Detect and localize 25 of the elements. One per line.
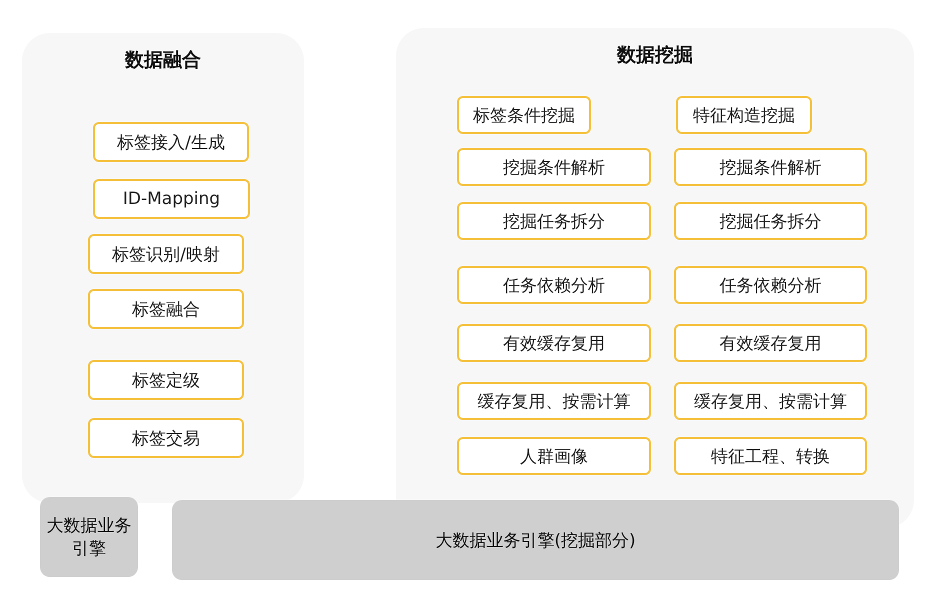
function-box: 有效缓存复用 <box>457 324 651 362</box>
function-box: 缓存复用、按需计算 <box>457 382 651 420</box>
function-box: ID-Mapping <box>93 179 250 219</box>
function-box: 任务依赖分析 <box>674 266 867 304</box>
panel-title: 数据挖掘 <box>616 43 694 68</box>
function-box: 标签融合 <box>88 289 244 329</box>
function-box: 特征工程、转换 <box>674 437 867 475</box>
function-box: 有效缓存复用 <box>674 324 867 362</box>
function-box: 标签交易 <box>88 418 244 458</box>
function-box: 挖掘条件解析 <box>674 148 867 186</box>
function-box: 特征构造挖掘 <box>676 96 812 134</box>
function-box: 挖掘任务拆分 <box>674 202 867 240</box>
function-box: 标签接入/生成 <box>93 122 249 162</box>
function-box: 挖掘任务拆分 <box>457 202 651 240</box>
function-box: 标签识别/映射 <box>88 234 244 274</box>
function-box: 缓存复用、按需计算 <box>674 382 867 420</box>
engine-bar: 大数据业务引擎 <box>40 497 138 577</box>
function-box: 挖掘条件解析 <box>457 148 651 186</box>
function-box: 标签定级 <box>88 360 244 400</box>
function-box: 任务依赖分析 <box>457 266 651 304</box>
panel-title: 数据融合 <box>124 48 202 73</box>
function-box: 人群画像 <box>457 437 651 475</box>
engine-bar: 大数据业务引擎(挖掘部分) <box>172 500 899 580</box>
panel-background <box>22 33 304 503</box>
function-box: 标签条件挖掘 <box>457 96 591 134</box>
